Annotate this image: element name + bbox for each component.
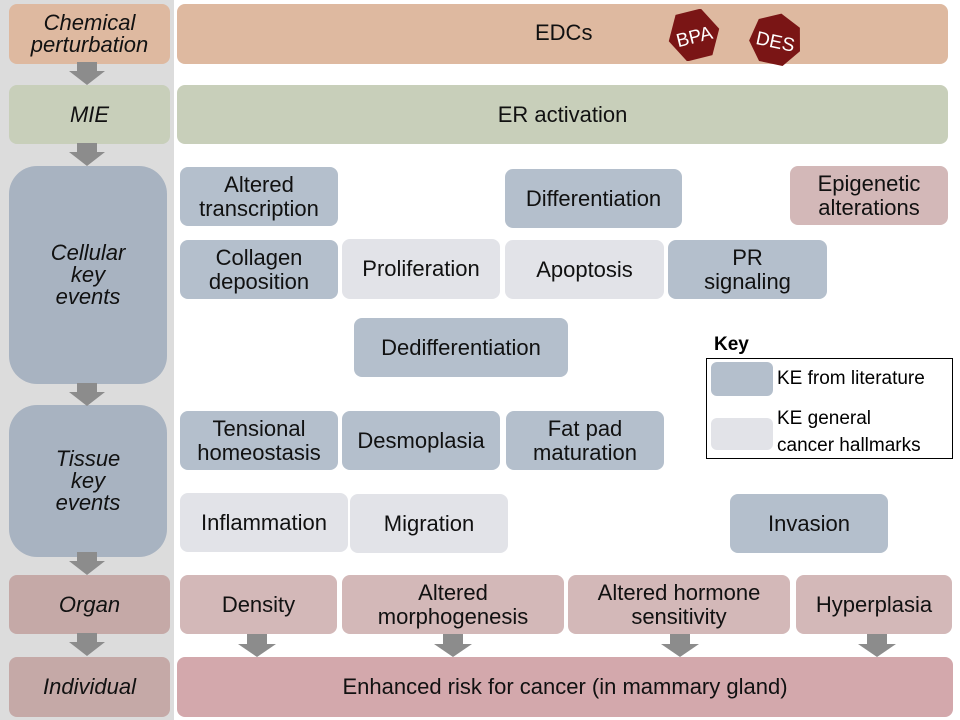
edcs-label: EDCs — [535, 20, 593, 45]
bpa-hexagon-icon: BPA — [668, 9, 720, 61]
down-arrow-icon — [238, 634, 276, 657]
ke-altered-hormone-sensitivity: Altered hormone sensitivity — [568, 575, 790, 634]
level-chemical-perturbation: Chemical perturbation — [9, 4, 170, 64]
outcome-label: Enhanced risk for cancer (in mammary gla… — [342, 674, 788, 700]
down-arrow-icon — [858, 634, 896, 657]
down-arrow-icon — [69, 552, 105, 575]
key-label-general-1: KE general — [777, 408, 872, 429]
er-activation-label: ER activation — [497, 101, 628, 127]
key-title: Key — [714, 334, 749, 355]
outcome-row: Enhanced risk for cancer (in mammary gla… — [177, 657, 953, 717]
down-arrow-icon — [434, 634, 472, 657]
down-arrow-icon — [69, 633, 105, 656]
ke-invasion: Invasion — [730, 494, 888, 553]
ke-altered-transcription: Altered transcription — [180, 167, 338, 226]
ke-inflammation: Inflammation — [180, 493, 348, 552]
ke-fat-pad-maturation: Fat pad maturation — [506, 411, 664, 470]
down-arrow-icon — [69, 383, 105, 406]
ke-pr-signaling: PR signaling — [668, 240, 827, 299]
level-cellular: Cellular key events — [9, 166, 167, 384]
level-individual: Individual — [9, 657, 170, 717]
ke-differentiation: Differentiation — [505, 169, 682, 228]
ke-tensional-homeostasis: Tensional homeostasis — [180, 411, 338, 470]
level-cellular-label: Cellular key events — [50, 240, 126, 309]
down-arrow-icon — [661, 634, 699, 657]
down-arrow-icon — [69, 62, 105, 85]
ke-hyperplasia: Hyperplasia — [796, 575, 952, 634]
ke-epigenetic-alterations: Epigenetic alterations — [790, 166, 948, 225]
down-arrow-icon — [69, 143, 105, 166]
ke-collagen-deposition: Collagen deposition — [180, 240, 338, 299]
key-swatch-literature — [711, 362, 773, 396]
key-label-general-2: cancer hallmarks — [777, 435, 921, 456]
level-tissue-label: Tissue key events — [55, 446, 121, 515]
level-organ-label: Organ — [58, 591, 121, 617]
level-chemical-label: Chemical perturbation — [30, 10, 149, 57]
level-mie-label: MIE — [69, 101, 110, 127]
key-label-literature: KE from literature — [777, 368, 925, 389]
ke-density: Density — [180, 575, 337, 634]
ke-dedifferentiation: Dedifferentiation — [354, 318, 568, 377]
edcs-row: EDCs — [177, 4, 948, 64]
des-hexagon-icon: DES — [749, 13, 800, 66]
level-individual-label: Individual — [43, 674, 136, 699]
level-mie: MIE — [9, 85, 170, 144]
er-activation-row: ER activation — [177, 85, 948, 144]
ke-apoptosis: Apoptosis — [505, 240, 664, 299]
ke-proliferation: Proliferation — [342, 239, 500, 299]
ke-desmoplasia: Desmoplasia — [342, 411, 500, 470]
level-tissue: Tissue key events — [9, 405, 167, 557]
key-swatch-general — [711, 418, 773, 450]
ke-altered-morphogenesis: Altered morphogenesis — [342, 575, 564, 634]
level-organ: Organ — [9, 575, 170, 634]
ke-migration: Migration — [350, 494, 508, 553]
